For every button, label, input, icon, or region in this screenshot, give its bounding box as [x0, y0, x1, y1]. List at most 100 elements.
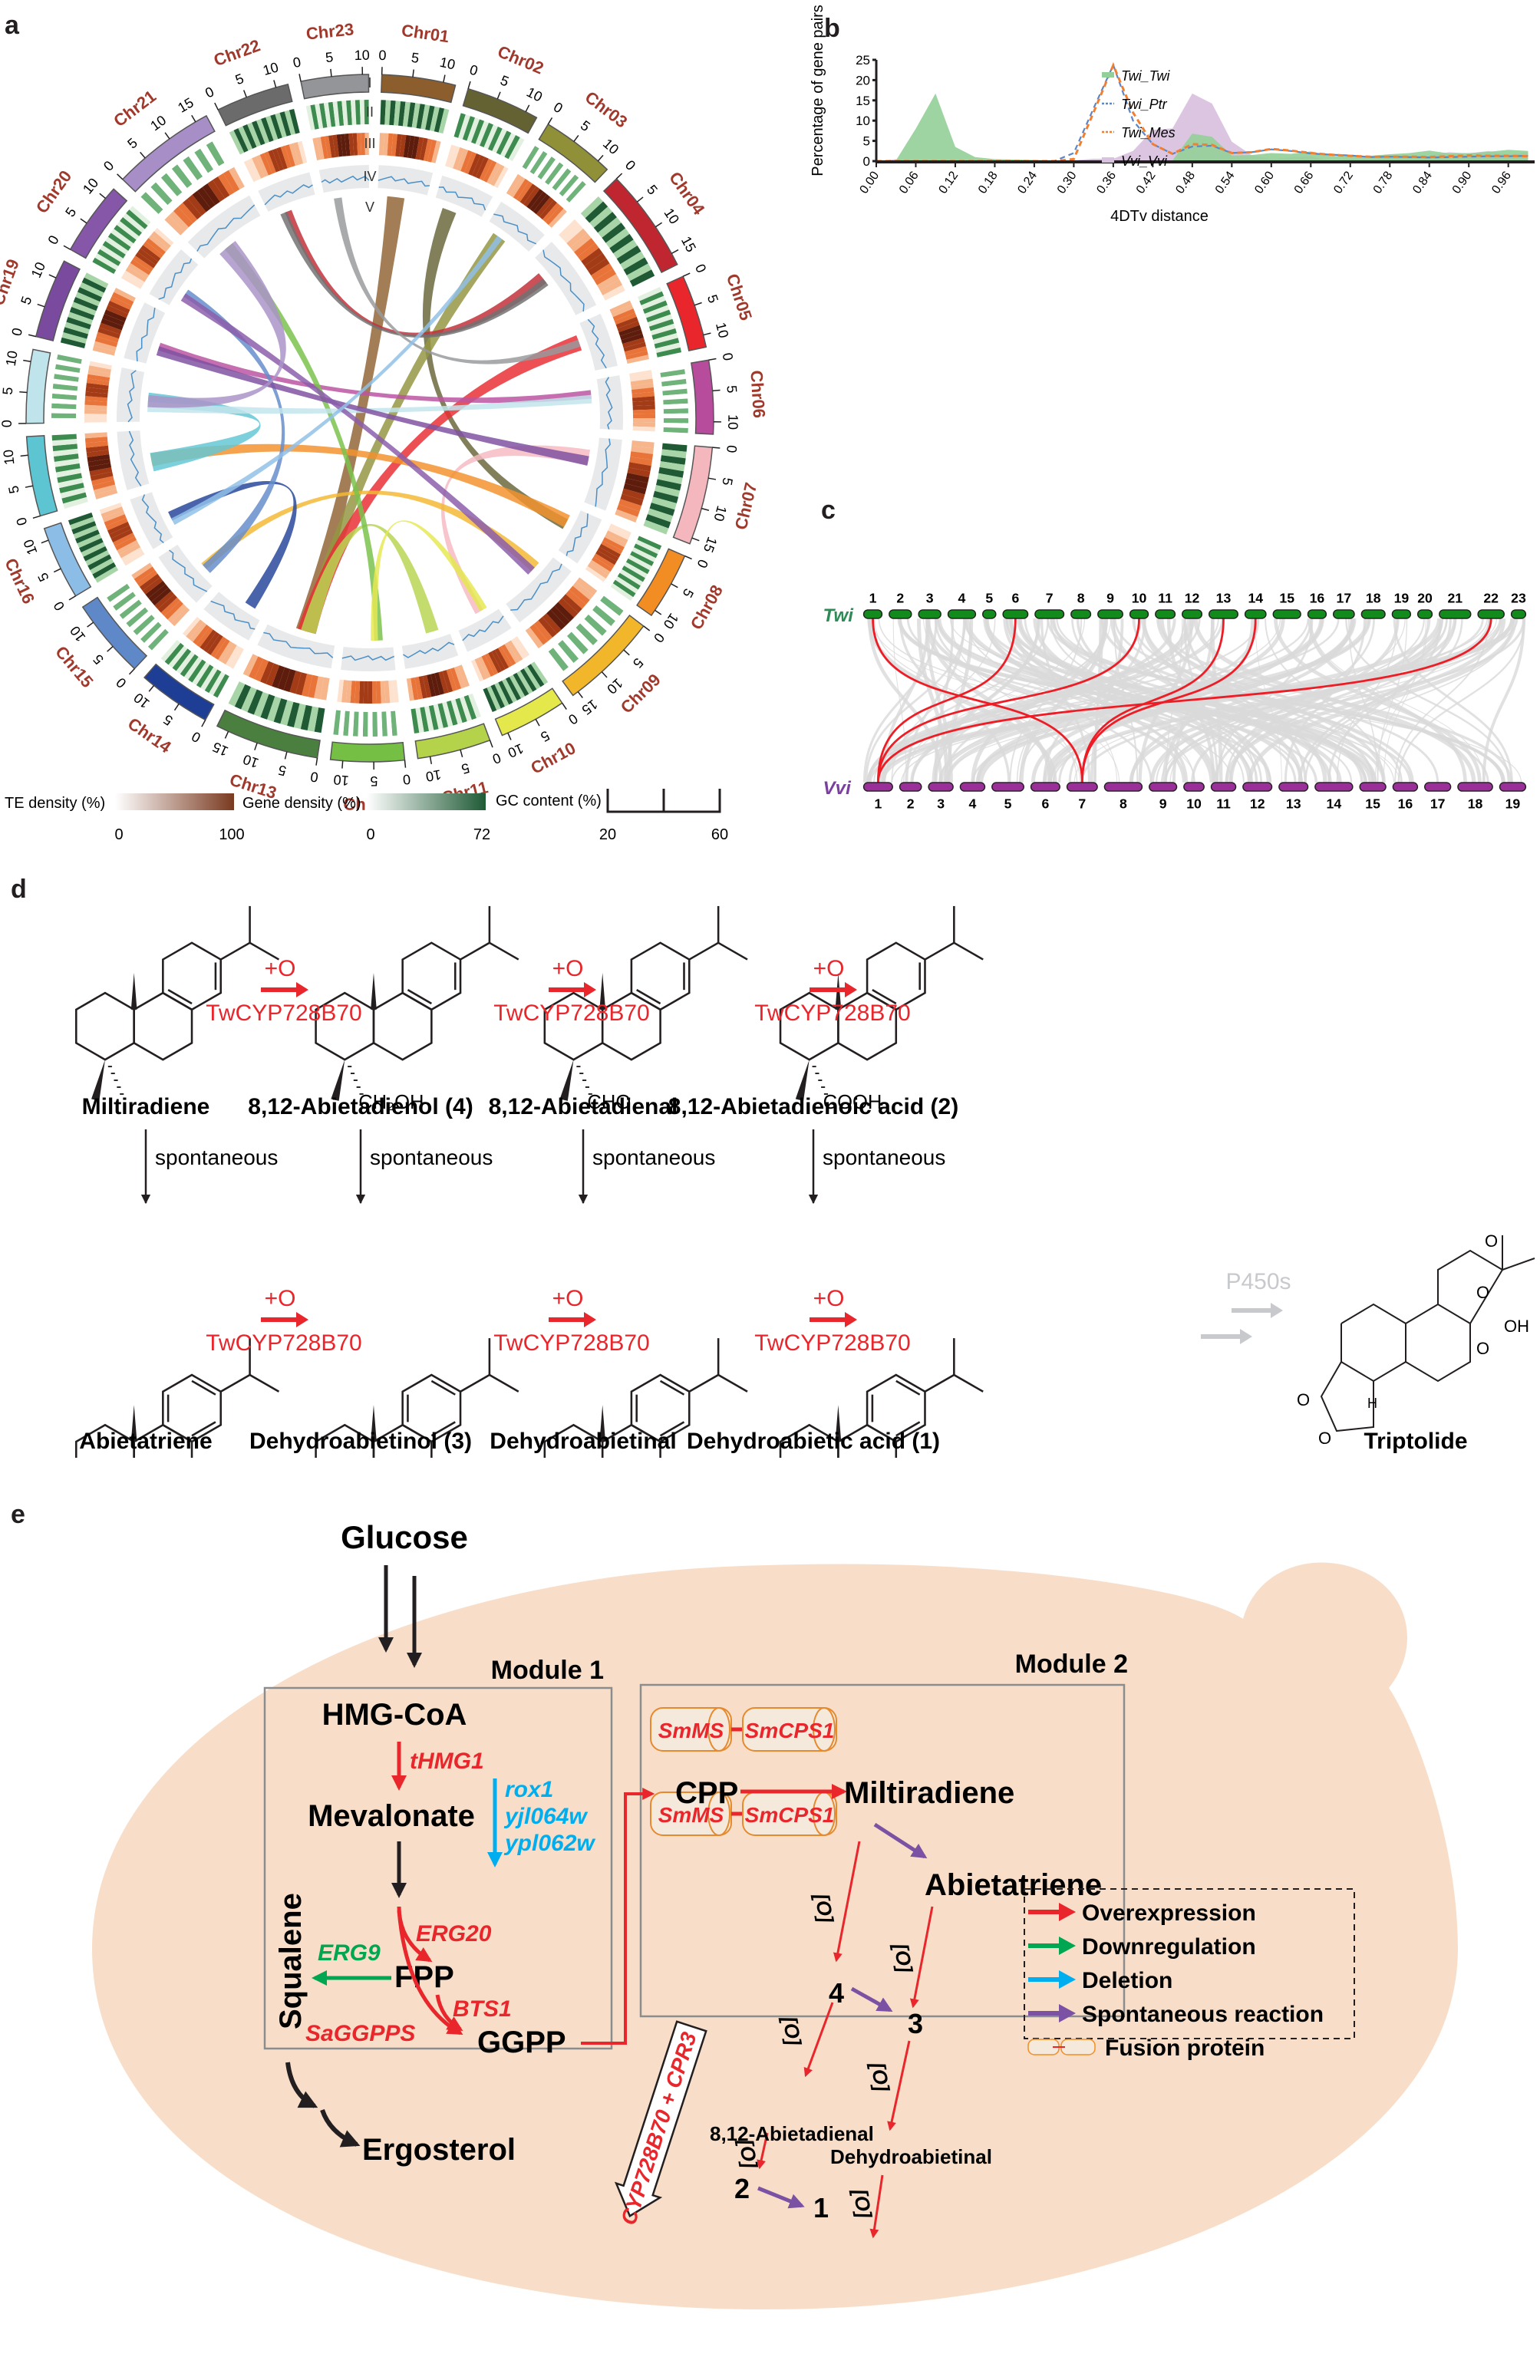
track-label: III [364, 136, 375, 151]
legend-arrowhead [1059, 2004, 1076, 2022]
gene-density-cell [639, 291, 664, 305]
gene-density-cell [100, 245, 124, 262]
tick-label: 15 [678, 234, 699, 255]
gene-density-cell [505, 677, 521, 701]
oxidation-arrow [757, 2132, 769, 2170]
fusion-gene-label: SmMS [658, 1719, 724, 1742]
gene-density-cell [113, 592, 136, 611]
tick-label: 0 [402, 771, 411, 787]
te-density-cell [550, 605, 570, 626]
gene-density-cell [54, 368, 80, 377]
tick-mark [671, 249, 679, 255]
tick-label: 0 [51, 598, 68, 613]
gene-density-cell [63, 496, 88, 509]
gene-density-cell [416, 104, 425, 129]
gene-density-cell [453, 113, 466, 138]
te-density-cell [264, 151, 276, 174]
twi-chromosome-label: 10 [1132, 591, 1147, 606]
ring [401, 1373, 462, 1443]
x-tick-label: 0.48 [1173, 169, 1198, 196]
panel-label-c: c [821, 496, 836, 525]
te-density-cell [523, 186, 540, 207]
gc-content-line [438, 186, 486, 211]
twi-chromosome [947, 609, 977, 619]
twi-chromosome [1307, 609, 1327, 619]
te-density-cell [493, 166, 509, 189]
gene-density-cell [513, 672, 529, 697]
te-density-cell [411, 677, 419, 700]
te-density-cell [593, 553, 615, 569]
te-density-cell [207, 180, 226, 202]
te-density-cell [516, 181, 533, 203]
gene-density-cell [496, 130, 512, 155]
gene-density-cell [631, 547, 656, 562]
compound-name: Miltiradiene [82, 1094, 210, 1119]
x-tick-label: 0.12 [936, 169, 961, 196]
legend-gene-max: 72 [473, 826, 490, 843]
link-ribbon [201, 490, 539, 572]
triptolide-h: H [1367, 1396, 1377, 1411]
substituent-label: CH₂OH [358, 1092, 424, 1113]
gc-track-bg [130, 492, 173, 549]
te-density-cell [277, 667, 291, 691]
te-density-cell [104, 309, 127, 322]
gene-density-cell [107, 583, 130, 602]
yeast-cell [92, 1562, 1458, 2309]
te-density-cell [86, 378, 110, 386]
tick-mark [682, 272, 691, 277]
gene-density-cell [637, 286, 662, 302]
tick-mark [712, 447, 721, 449]
te-density-cell [506, 173, 522, 196]
gc-content-line [493, 213, 537, 245]
vvi-chromosome [1210, 782, 1237, 792]
te-density-cell [99, 322, 122, 335]
enzyme-label: TwCYP728B70 [754, 1000, 910, 1026]
link-ribbon [147, 240, 286, 408]
tick-mark [547, 117, 553, 125]
twi-chromosome-label: 2 [896, 591, 904, 606]
synteny-link [1393, 618, 1513, 783]
te-density-cell [632, 422, 655, 427]
gene-density-cell [500, 133, 516, 157]
te-density-cell [107, 521, 130, 535]
tick-label: 10 [354, 48, 370, 63]
x-axis-label: 4DTv distance [1110, 208, 1209, 225]
te-density-cell [84, 396, 108, 402]
triptolide-o: O [1318, 1429, 1331, 1448]
te-density-cell [615, 316, 638, 329]
squalene-label: Squalene [274, 1893, 308, 2029]
module2-label: Module 2 [1015, 1650, 1128, 1679]
gene-density-cell [660, 369, 685, 377]
te-density-cell [145, 580, 166, 598]
te-density-cell [442, 670, 453, 693]
gene-density-cell [450, 699, 463, 724]
compound-name: Abietatriene [79, 1429, 212, 1454]
gene-density-cell [659, 461, 685, 472]
te-density-cell [415, 137, 424, 160]
te-density-cell [170, 607, 190, 627]
te-density-cell [151, 231, 171, 249]
gene-density-cell [53, 448, 78, 457]
compound-name: Dehydroabietinol (3) [249, 1429, 472, 1454]
oxidation-pathway: CH₂OHCHOCOOHCH₂OHCHOCOOH +OTwCYP728B70+O… [74, 905, 1535, 1458]
tick-mark [284, 751, 288, 760]
te-density-cell [460, 150, 473, 173]
link-ribbon [371, 520, 487, 641]
legend-cylinder [1060, 2039, 1096, 2055]
gene-density-cell [110, 588, 134, 607]
gc-track-bg [579, 313, 618, 371]
gene-density-cell [54, 374, 79, 382]
ideogram-band [217, 83, 293, 127]
te-density-cell [376, 681, 381, 704]
gene-density-cell [394, 710, 403, 736]
oxidation-label: [O] [810, 1891, 838, 1925]
triptolide-o: O [1297, 1390, 1310, 1409]
gene-density-cell [519, 668, 537, 692]
tick-label: 0 [551, 99, 566, 116]
te-density-cell [595, 550, 617, 565]
tick-mark [615, 173, 623, 180]
gc-content-line [587, 318, 607, 369]
te-density-cell [272, 665, 285, 689]
tick-label: 0 [292, 54, 302, 71]
